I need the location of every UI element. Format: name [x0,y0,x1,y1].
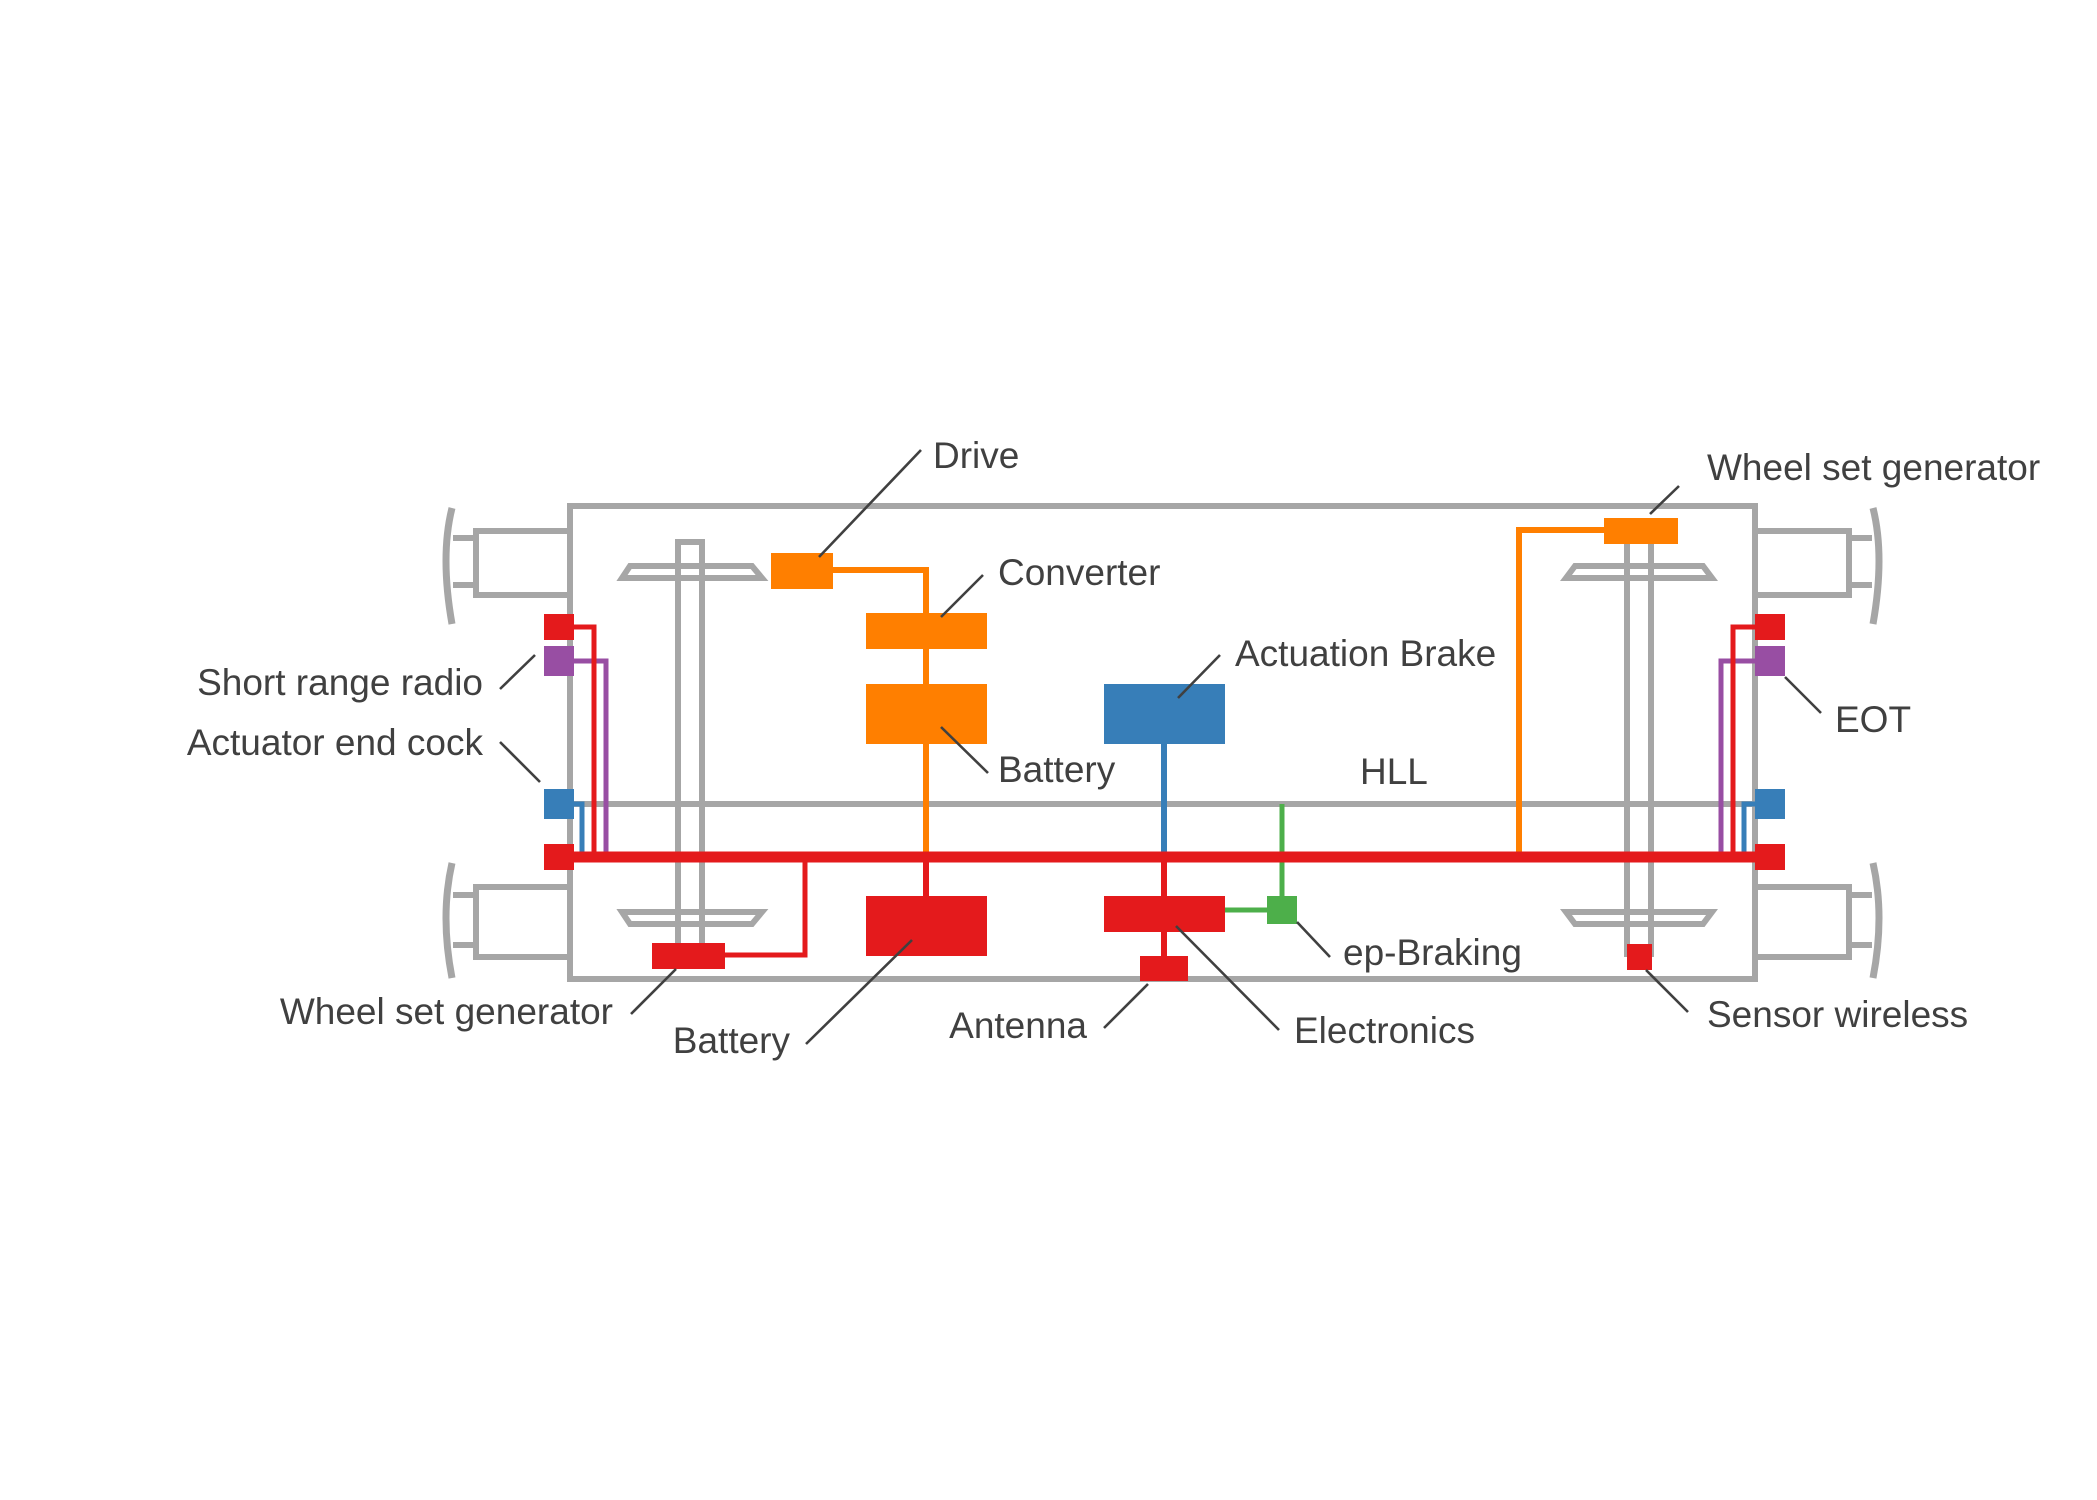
label-wheel-set-generator-right: Wheel set generator [1707,447,2040,488]
short-range-radio-line [574,658,609,857]
drive-to-converter-line [830,567,929,857]
label-antenna: Antenna [949,1005,1087,1046]
red-terminal-top-right [1755,614,1785,640]
axle-left [616,539,769,957]
label-battery-orange: Battery [998,749,1116,790]
battery-red-unit [866,896,987,956]
wheel-set-generator-right-unit [1604,518,1678,544]
label-converter: Converter [998,552,1160,593]
label-electronics: Electronics [1294,1010,1475,1051]
actuation-system [771,518,1678,857]
red-right-top-line [1730,624,1755,857]
brake-system [544,684,1785,857]
label-sensor-wireless: Sensor wireless [1707,994,1968,1035]
buffer-top-left [442,507,573,625]
buffer-bottom-left [442,862,573,979]
electronics-unit [1104,896,1225,932]
drive-unit [771,553,833,589]
red-terminal-top-left [544,614,574,640]
antenna-unit [1140,956,1188,981]
right-generator-line [1516,527,1604,857]
sensor-wireless-unit [1627,944,1652,970]
actuator-end-cock-right-unit [1755,789,1785,819]
label-actuator-end-cock: Actuator end cock [187,722,484,763]
radio-system [544,646,1785,857]
red-terminal-bottom-left [544,844,574,870]
red-left-top-line [574,624,597,857]
actuator-end-cock-right-line [1741,801,1755,857]
label-ep-braking: ep-Braking [1343,932,1522,973]
label-wheel-set-generator-left: Wheel set generator [280,991,613,1032]
battery-orange-unit [866,684,987,744]
label-short-range-radio: Short range radio [197,662,483,703]
converter-unit [866,613,987,649]
buffer-top-right [1752,507,1883,625]
label-eot: EOT [1835,699,1911,740]
axle-right [1560,527,1718,957]
power-system [544,614,1785,981]
actuator-end-cock-left-unit [544,789,574,819]
label-hll: HLL [1360,751,1428,792]
ep-braking-unit [1267,896,1297,924]
ep-braking-system [1225,804,1297,924]
eot-line [1718,658,1755,857]
eot-unit [1755,646,1785,676]
buffer-bottom-right [1752,862,1883,979]
red-terminal-bottom-right [1755,844,1785,870]
wheel-set-generator-left-unit [652,943,725,969]
label-actuation-brake: Actuation Brake [1235,633,1496,674]
short-range-radio-unit [544,646,574,676]
wheel-set-generator-left-line [724,857,808,958]
leader-lines [499,449,1822,1045]
actuation-brake-unit [1104,684,1225,744]
label-drive: Drive [933,435,1019,476]
label-battery-red: Battery [673,1020,791,1061]
labels: Drive Converter Battery Actuation Brake … [187,435,2040,1061]
